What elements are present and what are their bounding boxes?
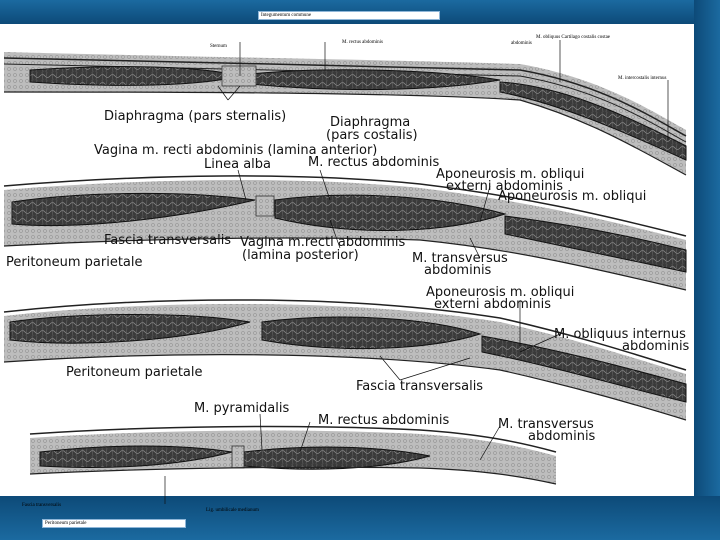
label-vagina-anterior: Vagina m. recti abdominis (lamina anteri… [94, 143, 377, 158]
label-m-pyramidalis: M. pyramidalis [194, 401, 289, 416]
section-1-upper-wall [3, 52, 687, 176]
label-apon-ext-2b: externi abdominis [434, 297, 551, 312]
label-integumentum: Integumentum commune [258, 11, 440, 20]
label-diaphragma-costalis-1: Diaphragma [330, 115, 410, 130]
label-peritoneum-2: Peritoneum parietale [66, 365, 203, 380]
slide-footer-band [0, 496, 720, 540]
label-peritoneum-bottom: Peritoneum parietale [42, 519, 186, 528]
label-abdominis-small: abdominis [511, 41, 532, 46]
label-vagina-posterior-2: (lamina posterior) [242, 248, 359, 263]
figure-labels: Diaphragma (pars sternalis) Diaphragma (… [6, 109, 690, 444]
label-m-transversus-2a: M. transversus [498, 417, 594, 432]
label-m-rectus-top: M. rectus abdominis [342, 40, 383, 45]
label-apon-ext-1a: Aponeurosis m. obliqui [436, 167, 584, 182]
label-m-obliquus-cartilago: M. obliquus Cartilago costalis costae [536, 35, 611, 40]
label-sternum: Sternum [210, 44, 227, 49]
section-4-wall [29, 425, 557, 485]
leader-lines [149, 40, 669, 504]
label-peritoneum-1: Peritoneum parietale [6, 255, 143, 270]
label-apon-ext-1b: externi abdominis [446, 179, 563, 194]
label-diaphragma-sternalis: Diaphragma (pars sternalis) [104, 109, 286, 124]
label-m-transversus-2b: abdominis [528, 429, 596, 444]
slide-right-band [694, 0, 720, 540]
label-m-transversus-1b: abdominis [424, 263, 492, 278]
label-linea-alba: Linea alba [204, 157, 271, 172]
label-fascia-transv-1: Fascia transversalis [104, 233, 231, 248]
label-apon-int-1: Aponeurosis m. obliqui [498, 189, 646, 204]
label-m-intercostalis: M. intercostalis internus [618, 76, 667, 81]
label-m-rectus-3: M. rectus abdominis [318, 413, 449, 428]
label-diaphragma-costalis-2: (pars costalis) [326, 128, 418, 143]
label-m-obliquus-int-b: abdominis [622, 339, 690, 354]
label-apon-ext-2a: Aponeurosis m. obliqui [426, 285, 574, 300]
label-fascia-transv-2: Fascia transversalis [356, 379, 483, 394]
label-m-rectus-2: M. rectus abdominis [308, 155, 439, 170]
section-3-wall [3, 299, 687, 421]
label-vagina-posterior-1: Vagina m.recti abdominis [240, 235, 405, 250]
label-fascia-transversalis-bottom: Fascia transversalis [22, 503, 62, 508]
label-lig-umbilicale: Lig. umbilicale medianum [206, 508, 259, 513]
label-m-obliquus-int-a: M. obliquus internus [554, 327, 686, 342]
label-m-transversus-1a: M. transversus [412, 251, 508, 266]
section-2-wall [3, 175, 687, 291]
